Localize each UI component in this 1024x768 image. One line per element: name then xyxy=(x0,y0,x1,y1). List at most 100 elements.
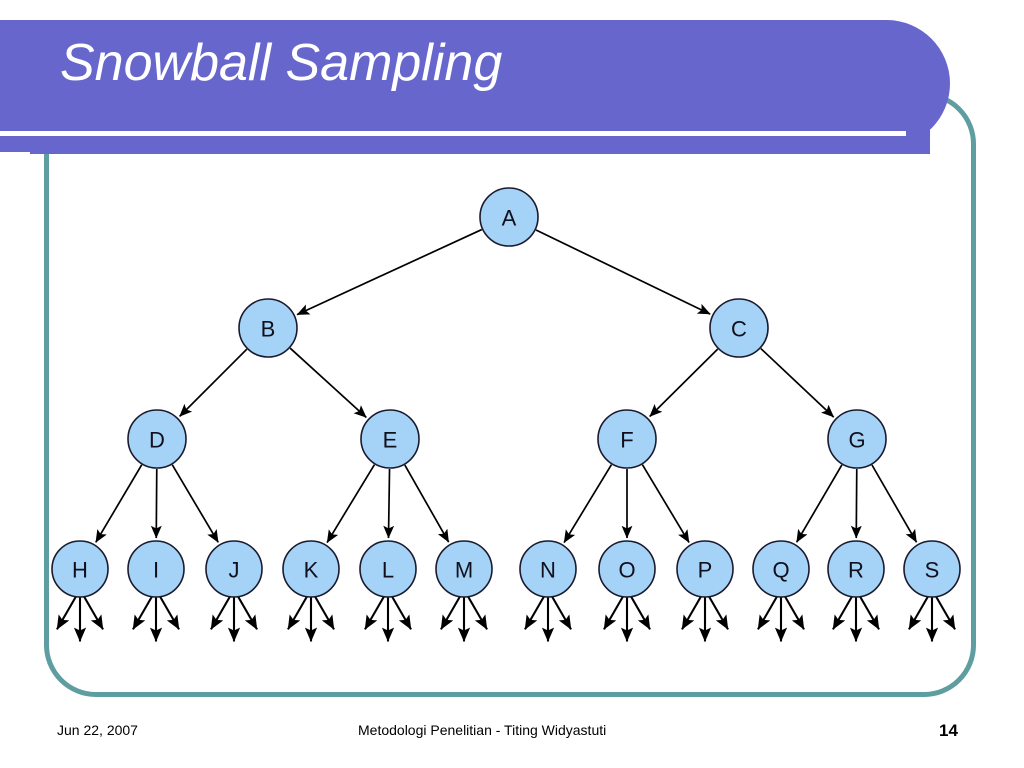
leaf-stub-arrow-l-down-left xyxy=(364,593,387,630)
tree-edge-e-k xyxy=(326,464,376,543)
nodes-layer: A B C D E F G H I J K L M N O P Q R S xyxy=(51,187,961,598)
leaf-stub-arrow-k-down-right xyxy=(312,593,335,630)
tree-node-label-s: S xyxy=(925,558,940,583)
tree-node-label-g: G xyxy=(848,428,865,453)
leaf-stub-arrow-n-down-right xyxy=(549,593,572,630)
tree-edge-d-i xyxy=(150,468,162,539)
tree-node-circle-n xyxy=(519,540,577,598)
leaf-stub-arrow-s-down-right xyxy=(933,593,956,630)
tree-node-circle-o xyxy=(598,540,656,598)
tree-node-circle-s xyxy=(903,540,961,598)
page-title: Snowball Sampling xyxy=(60,34,503,92)
leaf-stub-arrow-r-down-left xyxy=(832,593,855,630)
footer-center-text: Metodologi Penelitian - Titing Widyastut… xyxy=(358,722,607,738)
tree-edge-a-b xyxy=(296,228,483,316)
leaf-stub-arrow-p-down-right xyxy=(706,593,729,630)
tree-node-f[interactable]: F xyxy=(597,409,657,469)
title-underline xyxy=(0,131,906,136)
tree-node-m[interactable]: M xyxy=(435,540,493,598)
title-banner xyxy=(0,20,950,147)
slide-footer: Jun 22, 2007 Metodologi Penelitian - Tit… xyxy=(0,721,1024,752)
tree-node-o[interactable]: O xyxy=(598,540,656,598)
tree-node-label-r: R xyxy=(848,558,864,583)
leaf-stubs-layer xyxy=(56,593,956,642)
tree-node-label-h: H xyxy=(72,558,88,583)
tree-node-p[interactable]: P xyxy=(676,540,734,598)
tree-edge-c-g xyxy=(760,347,835,418)
title-banner-lower-strip xyxy=(0,136,930,152)
leaf-stub-arrow-h-down-left xyxy=(56,593,79,630)
tree-node-label-a: A xyxy=(502,206,517,231)
tree-node-e[interactable]: E xyxy=(360,409,420,469)
tree-node-i[interactable]: I xyxy=(127,540,185,598)
tree-node-s[interactable]: S xyxy=(903,540,961,598)
tree-node-label-m: M xyxy=(455,558,473,583)
tree-node-k[interactable]: K xyxy=(282,540,340,598)
tree-node-circle-p xyxy=(676,540,734,598)
tree-node-q[interactable]: Q xyxy=(752,540,810,598)
tree-node-circle-b xyxy=(238,298,298,358)
tree-node-circle-j xyxy=(205,540,263,598)
tree-node-a[interactable]: A xyxy=(479,187,539,247)
tree-node-label-o: O xyxy=(618,558,635,583)
footer-page-number: 14 xyxy=(939,721,958,740)
tree-node-b[interactable]: B xyxy=(238,298,298,358)
tree-node-circle-m xyxy=(435,540,493,598)
tree-edge-b-e xyxy=(289,347,367,419)
tree-node-circle-i xyxy=(127,540,185,598)
tree-node-label-c: C xyxy=(731,317,747,342)
tree-node-circle-e xyxy=(360,409,420,469)
leaf-stub-arrow-p-down-left xyxy=(681,593,704,630)
leaf-stub-arrow-o-down-left xyxy=(603,593,626,630)
tree-node-c[interactable]: C xyxy=(709,298,769,358)
tree-node-circle-g xyxy=(827,409,887,469)
tree-node-circle-r xyxy=(827,540,885,598)
tree-node-circle-d xyxy=(127,409,187,469)
tree-edge-e-l xyxy=(383,468,395,539)
tree-node-circle-f xyxy=(597,409,657,469)
tree-edge-a-c xyxy=(535,229,711,315)
tree-node-circle-q xyxy=(752,540,810,598)
tree-edge-d-j xyxy=(171,464,219,543)
tree-node-label-f: F xyxy=(620,428,633,453)
leaf-stub-arrow-j-down-right xyxy=(235,593,258,630)
tree-node-n[interactable]: N xyxy=(519,540,577,598)
tree-node-j[interactable]: J xyxy=(205,540,263,598)
tree-node-label-e: E xyxy=(383,428,398,453)
tree-node-h[interactable]: H xyxy=(51,540,109,598)
leaf-stub-arrow-r-down-right xyxy=(857,593,880,630)
leaf-stub-arrow-m-down-left xyxy=(440,593,463,630)
tree-node-label-j: J xyxy=(229,558,240,583)
tree-node-label-p: P xyxy=(698,558,713,583)
tree-node-label-b: B xyxy=(261,317,276,342)
tree-edge-f-p xyxy=(641,464,690,543)
tree-edge-g-s xyxy=(871,464,918,543)
tree-node-d[interactable]: D xyxy=(127,409,187,469)
leaf-stub-arrow-q-down-right xyxy=(782,593,805,630)
tree-edge-c-f xyxy=(649,348,719,418)
leaf-stub-arrow-j-down-left xyxy=(210,593,233,630)
leaf-stub-arrow-i-down-left xyxy=(132,593,155,630)
tree-edge-b-d xyxy=(179,348,248,417)
leaf-stub-arrow-h-down-right xyxy=(81,593,104,630)
leaf-stub-arrow-m-down-right xyxy=(465,593,488,630)
tree-node-label-k: K xyxy=(304,558,319,583)
leaf-stub-arrow-l-down-right xyxy=(389,593,412,630)
tree-node-g[interactable]: G xyxy=(827,409,887,469)
tree-node-circle-l xyxy=(359,540,417,598)
tree-node-label-l: L xyxy=(382,558,394,583)
tree-edge-g-r xyxy=(850,468,862,539)
leaf-stub-arrow-s-down-left xyxy=(908,593,931,630)
tree-edge-f-n xyxy=(563,464,613,543)
tree-node-circle-c xyxy=(709,298,769,358)
tree-edge-g-q xyxy=(795,464,843,543)
tree-edge-e-m xyxy=(404,464,450,543)
leaf-stub-arrow-i-down-right xyxy=(157,593,180,630)
leaf-stub-arrow-n-down-left xyxy=(524,593,547,630)
edges-layer xyxy=(95,228,918,543)
tree-node-r[interactable]: R xyxy=(827,540,885,598)
tree-node-circle-k xyxy=(282,540,340,598)
tree-node-l[interactable]: L xyxy=(359,540,417,598)
